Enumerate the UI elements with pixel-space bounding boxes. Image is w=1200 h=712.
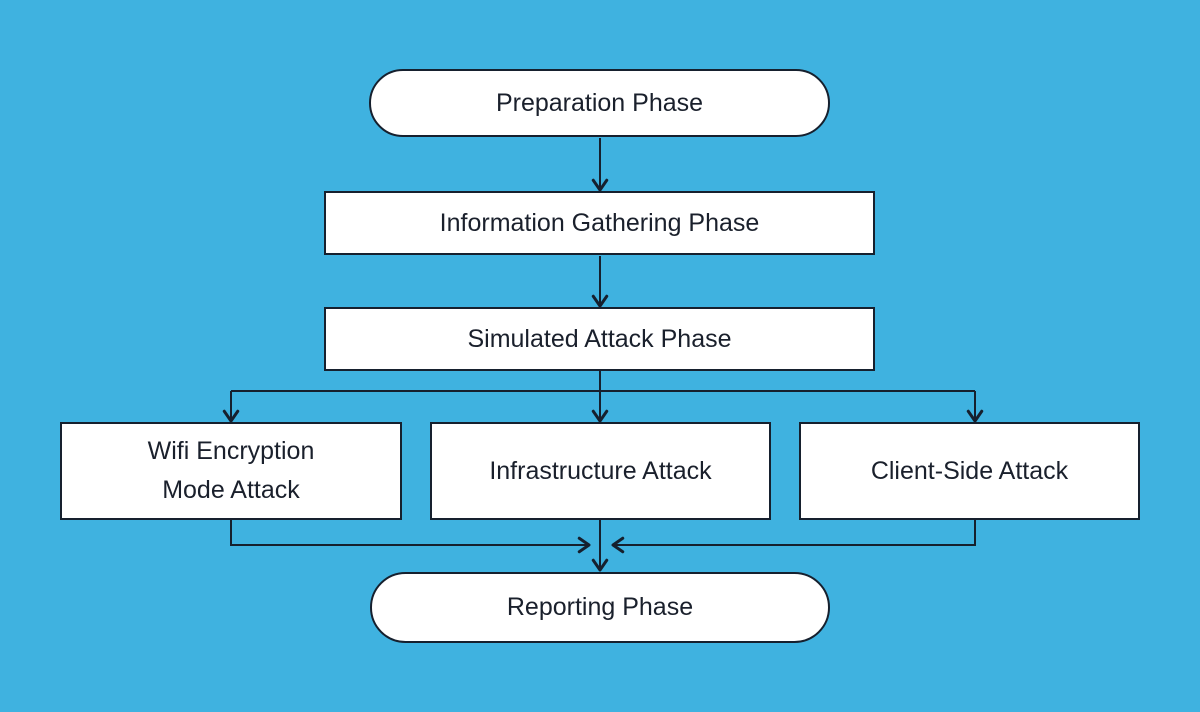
edge-wifi-to-reporting bbox=[230, 519, 591, 554]
node-information-gathering-phase: Information Gathering Phase bbox=[324, 191, 875, 255]
node-infrastructure-attack: Infrastructure Attack bbox=[430, 422, 771, 520]
node-reporting-phase-label: Reporting Phase bbox=[506, 593, 694, 622]
node-infrastructure-attack-label: Infrastructure Attack bbox=[489, 456, 712, 485]
node-client-side-attack-label: Client-Side Attack bbox=[870, 456, 1069, 485]
edge-client-to-reporting bbox=[611, 520, 976, 554]
node-preparation-phase-label: Preparation Phase bbox=[495, 88, 704, 117]
node-simulated-attack-phase: Simulated Attack Phase bbox=[324, 307, 875, 371]
node-simulated-attack-phase-label: Simulated Attack Phase bbox=[467, 324, 732, 353]
node-information-gathering-phase-label: Information Gathering Phase bbox=[439, 208, 760, 237]
node-client-side-attack: Client-Side Attack bbox=[799, 422, 1140, 520]
node-preparation-phase: Preparation Phase bbox=[369, 69, 830, 137]
node-reporting-phase: Reporting Phase bbox=[370, 572, 830, 643]
node-wifi-encryption-mode-attack-label: Wifi Encryption Mode Attack bbox=[147, 437, 315, 504]
node-wifi-encryption-mode-attack: Wifi Encryption Mode Attack bbox=[60, 422, 402, 520]
